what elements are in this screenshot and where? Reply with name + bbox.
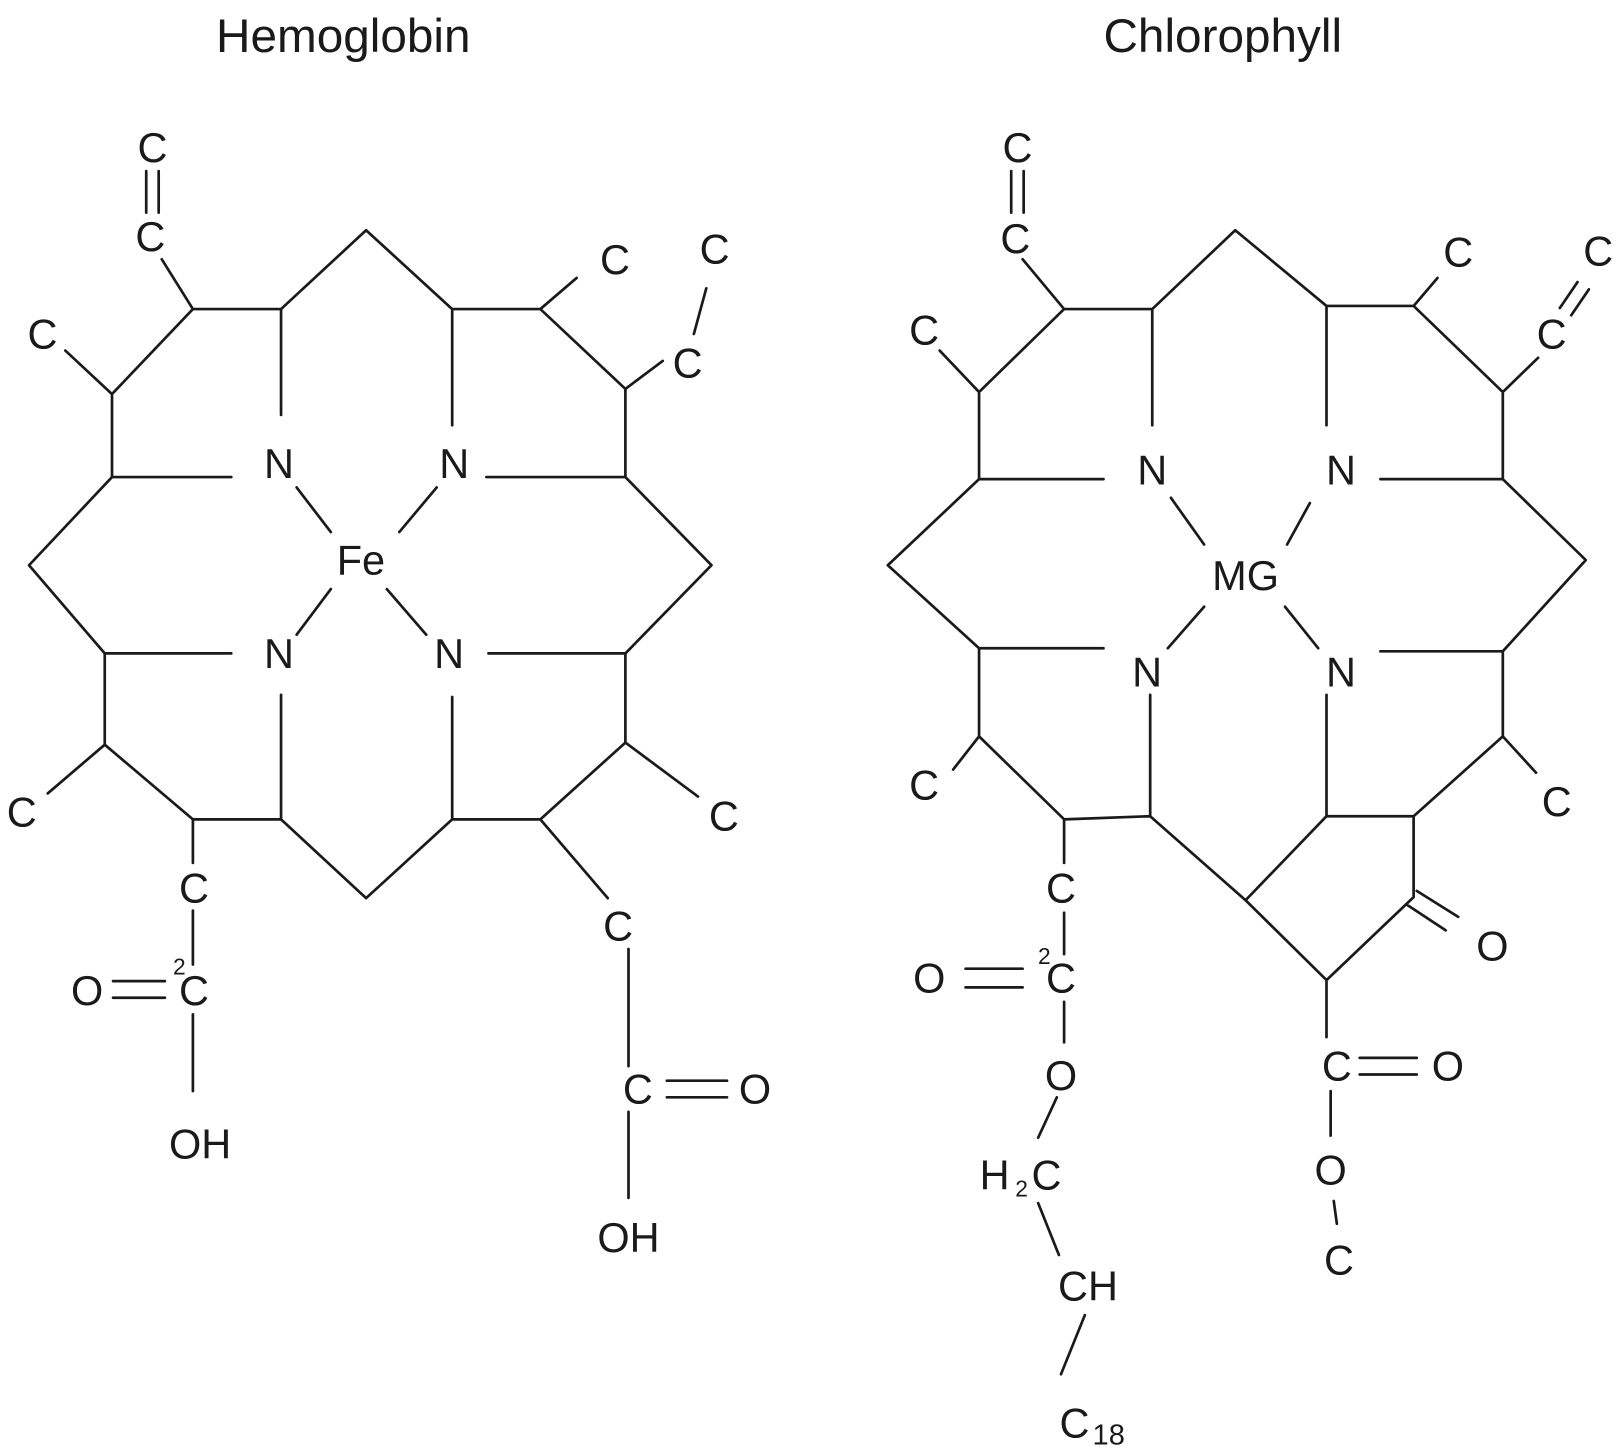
atom-label: C [1059, 1399, 1089, 1446]
atom-label: C [600, 236, 630, 283]
atom-label: C [709, 793, 739, 840]
hemoglobin-bonds [27, 169, 729, 1200]
atom-label: C [1002, 124, 1032, 171]
atom-label: C [135, 213, 165, 260]
atom-label: O [1045, 1052, 1077, 1099]
atom-label: O [1432, 1043, 1464, 1090]
atom-label: C [28, 310, 58, 357]
atom-label: C [179, 864, 209, 911]
superscript-label: 2 [173, 954, 186, 980]
chlorophyll-bonds [886, 169, 1591, 1376]
atom-label: C [673, 340, 703, 387]
atom-label: C [179, 967, 209, 1014]
atom-label: O [739, 1066, 771, 1113]
atom-label: C [700, 225, 730, 272]
atom-label-n: N [1326, 446, 1356, 493]
atom-label: C [1537, 310, 1567, 357]
atom-label: C [137, 124, 167, 171]
hemoglobin-title: Hemoglobin [216, 10, 470, 63]
chlorophyll-structure: Chlorophyll C C C C C C N N N N MG C C C… [886, 10, 1613, 1451]
chlorophyll-title: Chlorophyll [1104, 10, 1343, 63]
atom-label-n: N [439, 440, 469, 487]
atom-label: O [71, 967, 103, 1014]
atom-label: C [1443, 229, 1473, 276]
atom-label: C [1046, 864, 1076, 911]
subscript-label: 2 [1015, 1176, 1028, 1202]
atom-label: C [909, 762, 939, 809]
atom-label-n: N [264, 440, 294, 487]
atom-label: C [7, 789, 37, 836]
atom-label: C [1583, 227, 1613, 274]
atom-label: C [1324, 1237, 1354, 1284]
atom-label-n: N [1132, 649, 1162, 696]
atom-label: C [1542, 778, 1572, 825]
atom-label: C [1000, 215, 1030, 262]
atom-label-n: N [264, 630, 294, 677]
atom-label: C [1322, 1043, 1352, 1090]
superscript-label: 2 [1038, 943, 1051, 969]
atom-label: O [1476, 922, 1508, 969]
atom-label-n: N [1326, 649, 1356, 696]
atom-label: O [913, 955, 945, 1002]
atom-label: OH [169, 1120, 231, 1167]
atom-label: O [1315, 1146, 1347, 1193]
hemoglobin-structure: Hemoglobin C C C C C C N N N N Fe C C 2 … [7, 10, 771, 1261]
atom-label: OH [597, 1214, 659, 1261]
atom-label-mg: MG [1212, 552, 1279, 599]
atom-label: CH [1058, 1263, 1118, 1310]
atom-label-fe: Fe [337, 537, 385, 584]
atom-label: C [603, 903, 633, 950]
atom-label: C [1046, 955, 1076, 1002]
atom-label-n: N [1137, 446, 1167, 493]
atom-label: C [1031, 1152, 1061, 1199]
atom-label: C [909, 306, 939, 353]
subscript-label: 18 [1093, 1419, 1125, 1451]
atom-label: C [623, 1066, 653, 1113]
atom-label: H [980, 1152, 1010, 1199]
atom-label-n: N [434, 630, 464, 677]
